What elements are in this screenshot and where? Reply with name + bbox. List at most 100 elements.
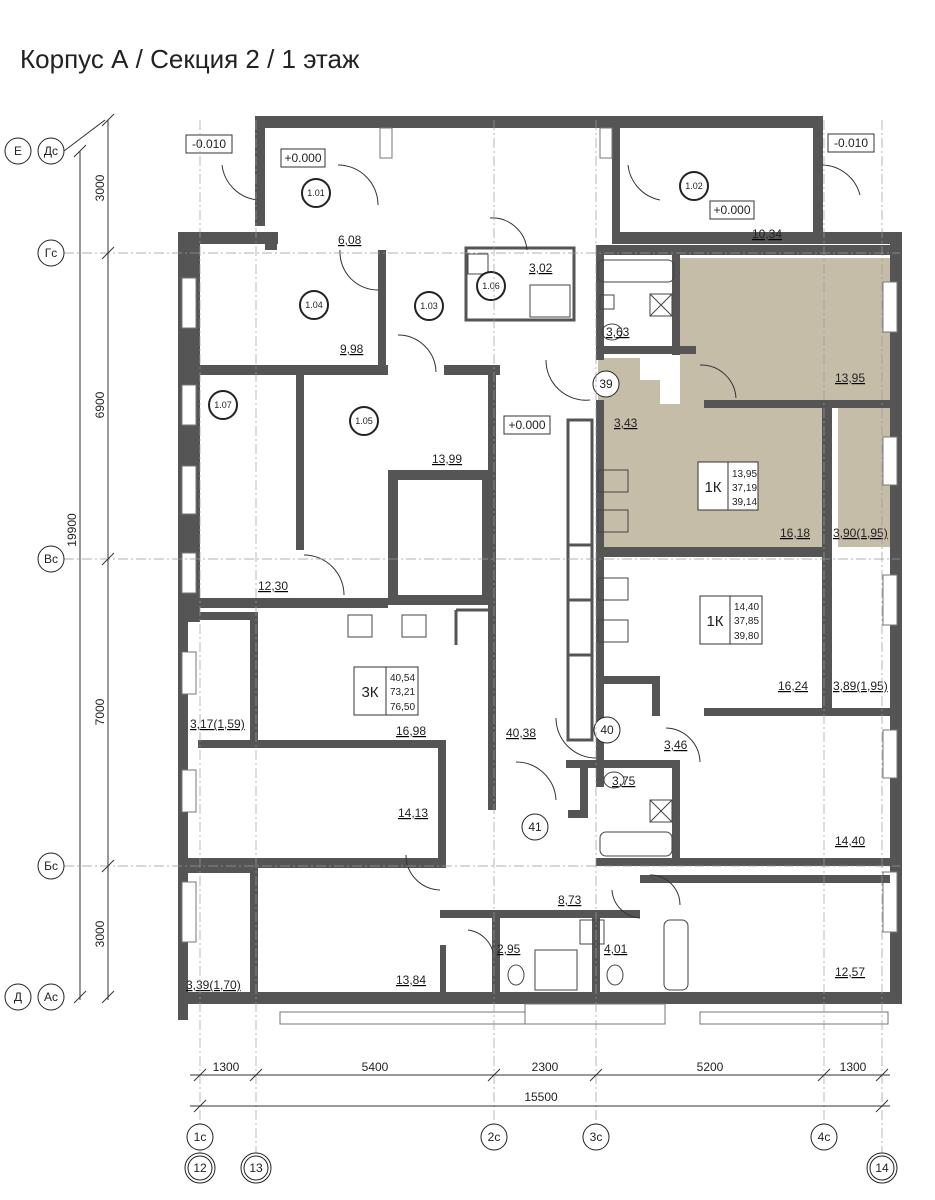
apartment-area: 37,19 [732, 483, 757, 494]
axis-label: Дс [44, 144, 58, 158]
apartment-area: 14,40 [734, 602, 759, 613]
room-tag: 1.01 [307, 188, 325, 198]
apartment-label: 3К 40,54 73,21 76,50 [353, 666, 419, 716]
axis-label: Бс [44, 859, 58, 873]
room-area: 40,38 [506, 726, 536, 740]
room-area: 13,99 [432, 452, 462, 466]
plan-title: Корпус А / Секция 2 / 1 этаж [20, 44, 360, 74]
axis-label: Гс [45, 246, 58, 260]
room-area: 14,40 [835, 834, 865, 848]
room-area: 3,90(1,95) [833, 526, 888, 540]
room-area: 16,98 [396, 724, 426, 738]
axis-label: 14 [875, 1161, 889, 1175]
level-mark: -0.010 [834, 136, 868, 150]
room-area: 4,01 [604, 942, 628, 956]
doors [221, 164, 861, 959]
partitions [454, 246, 594, 742]
apartment-label: 1К 13,95 37,19 39,14 [697, 461, 759, 511]
level-mark: +0.000 [508, 418, 545, 432]
apartment-type: 1К [706, 613, 723, 630]
horizontal-dimensions [190, 1068, 890, 1113]
windows [181, 127, 898, 943]
room-area: 3,46 [664, 738, 688, 752]
room-area: 12,30 [258, 579, 288, 593]
axis-label: 2с [488, 1130, 501, 1144]
room-tag: 1.06 [482, 281, 500, 291]
room-tag: 1.02 [685, 181, 703, 191]
dimension-value: 5400 [362, 1060, 389, 1074]
grid-lines [64, 120, 900, 1170]
dimension-value: 3000 [93, 174, 107, 201]
level-mark: -0.010 [192, 137, 226, 151]
dimension-value: 1300 [840, 1060, 867, 1074]
apartment-area: 73,21 [390, 687, 415, 698]
apartment-area: 13,95 [732, 469, 757, 480]
room-area: 3,89(1,95) [833, 679, 888, 693]
room-area: 3,39(1,70) [186, 978, 241, 992]
axis-markers-bottom: 1с 2с 3с 4с 12 13 14 [184, 1123, 898, 1184]
horizontal-dimension-values: 1300 5400 2300 5200 1300 15500 [213, 1060, 867, 1104]
apartment-area: 76,50 [390, 702, 415, 713]
room-tag: 1.03 [420, 301, 438, 311]
room-area: 13,95 [835, 371, 865, 385]
vertical-dimension-values: 3000 6900 19900 7000 3000 [65, 174, 107, 947]
room-area: 3,02 [529, 261, 553, 275]
room-tag: 1.05 [355, 416, 373, 426]
stair-tag: 41 [528, 820, 542, 834]
dimension-value: 19900 [65, 513, 79, 547]
room-area: 3,63 [606, 325, 630, 339]
room-area: 13,84 [396, 973, 426, 987]
room-area: 8,73 [558, 893, 582, 907]
fixtures [347, 253, 689, 991]
dimension-value: 6900 [93, 391, 107, 418]
level-mark: +0.000 [713, 203, 750, 217]
room-area: 14,13 [398, 806, 428, 820]
stair-tags: 39 40 41 [521, 370, 621, 841]
axis-label: 4с [818, 1130, 831, 1144]
highlighted-apartment [598, 258, 890, 547]
axis-label: 12 [193, 1161, 207, 1175]
axis-label: 3с [590, 1130, 603, 1144]
apartment-area: 40,54 [390, 673, 415, 684]
axis-label: 1с [194, 1130, 207, 1144]
room-tag: 1.07 [214, 400, 232, 410]
room-area: 16,24 [778, 679, 808, 693]
dimension-total: 15500 [524, 1090, 558, 1104]
room-area: 9,98 [340, 342, 364, 356]
apartment-type: 1К [704, 479, 721, 496]
level-marks: -0.010 -0.010 +0.000 +0.000 +0.000 [185, 133, 875, 435]
room-area: 10,34 [752, 227, 782, 241]
room-tags: 1.01 1.02 1.03 1.04 1.05 1.06 1.07 [208, 171, 709, 436]
dimension-value: 7000 [93, 698, 107, 725]
dimension-value: 1300 [213, 1060, 240, 1074]
apartment-label: 1К 14,40 37,85 39,80 [699, 595, 763, 645]
axis-label: Вс [44, 552, 58, 566]
stair-tag: 40 [600, 723, 614, 737]
room-area: 12,57 [835, 965, 865, 979]
axis-markers-left: Е Дс Гс Вс Бс Д Ас [4, 119, 106, 1011]
vertical-dimensions [73, 113, 115, 1004]
room-area: 3,43 [614, 416, 638, 430]
room-area: 2,95 [497, 942, 521, 956]
room-area: 3,17(1,59) [190, 717, 245, 731]
room-area: 3,75 [612, 774, 636, 788]
foundation-strip [279, 1003, 889, 1025]
axis-label: Е [14, 144, 22, 158]
stair-tag: 39 [599, 377, 613, 391]
room-area: 16,18 [780, 526, 810, 540]
room-tag: 1.04 [305, 300, 323, 310]
apartment-area: 37,85 [734, 616, 759, 627]
room-areas: 6,08 10,34 3,02 9,98 3,63 13,95 3,43 13,… [186, 227, 888, 992]
apartment-type: 3К [361, 684, 378, 701]
dimension-value: 2300 [532, 1060, 559, 1074]
axis-label: Д [14, 990, 22, 1004]
dimension-value: 5200 [697, 1060, 724, 1074]
apartment-area: 39,80 [734, 631, 759, 642]
axis-label: 13 [249, 1161, 263, 1175]
dimension-value: 3000 [93, 920, 107, 947]
axis-label: Ас [44, 990, 58, 1004]
apartment-area: 39,14 [732, 497, 757, 508]
level-mark: +0.000 [284, 151, 321, 165]
room-area: 6,08 [338, 233, 362, 247]
